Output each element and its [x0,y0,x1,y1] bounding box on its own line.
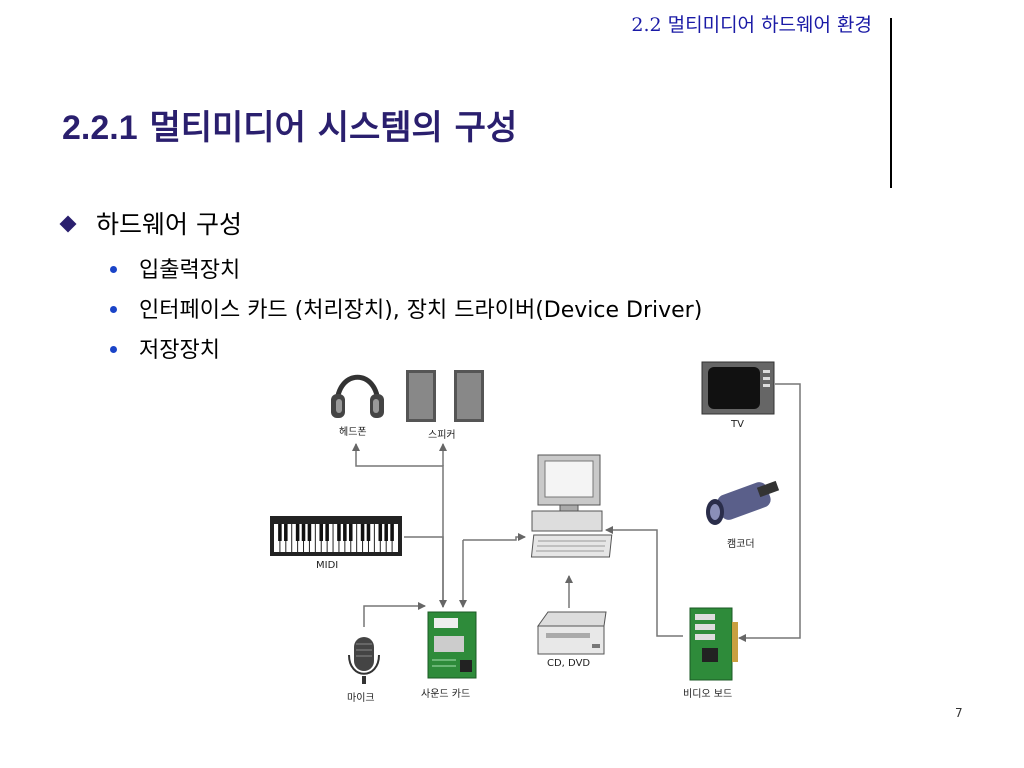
speaker-icon [406,370,484,422]
title-number: 2.2.1 [62,109,138,147]
microphone-icon [348,637,380,684]
camcorder-label: 캠코더 [727,539,755,550]
headphone-label: 헤드폰 [339,427,367,438]
tv-icon [701,361,775,415]
sub-bullet-text: 입출력장치 [139,258,241,283]
page-number: 7 [955,706,963,720]
video-board-label: 비디오 보드 [683,689,733,700]
sound-card-icon [427,611,477,679]
main-bullet-text: 하드웨어 구성 [96,210,242,239]
section-header: 2.2 멀티미디어 하드웨어 환경 [631,14,872,36]
sub-bullet-text: 저장장치 [139,338,220,363]
header-divider [890,18,892,188]
dot-bullet-icon [110,266,117,273]
dot-bullet-icon [110,306,117,313]
cd-dvd-label: CD, DVD [547,658,591,669]
sub-bullet-2: 인터페이스 카드 (처리장치), 장치 드라이버(Device Driver) [110,292,702,324]
slide-title: 2.2.1 멀티미디어 시스템의 구성 [62,100,517,149]
main-bullet: 하드웨어 구성 [59,205,242,241]
headphone-icon [331,374,384,418]
sub-bullet-1: 입출력장치 [110,252,240,284]
computer-icon [530,454,613,558]
cd-dvd-drive-icon [537,611,607,655]
sub-bullet-text: 인터페이스 카드 (처리장치), 장치 드라이버(Device Driver) [139,298,703,323]
camcorder-icon [706,480,780,525]
midi-keyboard-icon [270,516,402,556]
tv-label: TV [731,419,744,430]
mic-label: 마이크 [347,693,375,704]
sound-card-label: 사운드 카드 [421,689,471,700]
video-board-icon [689,607,738,681]
connection-lines [352,383,801,642]
midi-label: MIDI [316,560,339,571]
speaker-label: 스피커 [428,430,456,441]
sub-bullet-3: 저장장치 [110,332,220,364]
title-text: 멀티미디어 시스템의 구성 [149,108,518,148]
dot-bullet-icon [110,346,117,353]
